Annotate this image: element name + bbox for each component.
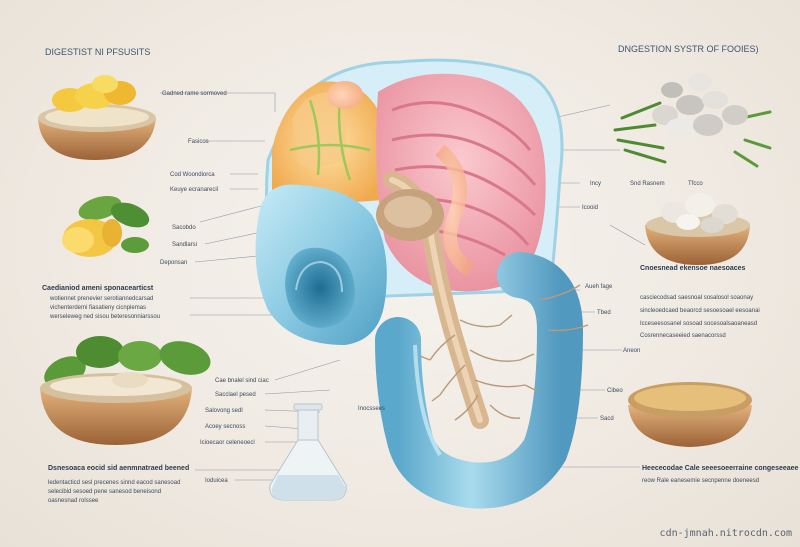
left-label-group: Gadned rame sormoved Fasicos Cod Woondio… [42,91,269,504]
plant-mid-left [62,195,150,257]
label-right: Snd Rasnem [630,181,665,187]
label-right: casciecodsad saesnoal sosalosol soaonay [640,295,753,301]
liver-organ [272,81,382,203]
label-right: Incy [590,181,601,187]
label-left: Ioduicea [205,478,228,484]
esophagus-tube [376,171,489,429]
flask [269,403,347,501]
label-left: vichenterdemi fiasatieny cicnpiemas [50,305,146,311]
label-left: Salovong sedl [205,408,243,414]
label-right: sincleoedcaed beaorcd sesoesoael eesoana… [640,308,760,314]
label-left: werseleweg ned sisou beteresonniarssou [49,314,160,320]
bowl-top-left [38,75,156,160]
label-left: Sacclael pesed [215,392,256,398]
label-right: Cosrennecaseeied saenacorssd [640,333,726,339]
colon-tube [375,252,584,509]
label-left-heading: Caedianiod ameni sponacearticst [42,285,154,292]
label-left: oasnesnad rolssee [48,498,99,504]
label-left: ledentacticd sesl precenes sinnd eacod s… [48,480,180,486]
label-left: Gadned rame sormoved [162,91,227,97]
stomach-sac [255,184,387,345]
label-right: Aueh fage [585,284,613,290]
bowl-bottom-left [40,336,211,445]
label-right: Tfcco [688,181,703,187]
label-left: Acoey secnoss [205,424,245,430]
label-left: Keuye ecranarecil [170,187,218,193]
label-left-heading: Dsnesoaca eocid sid aenmnatraed beened [48,465,189,472]
label-left: Sacobdo [172,225,196,231]
label-center: Inocssees [358,406,385,412]
label-left: wotiennet prenevier serotiannedcarsad [49,296,153,302]
label-left: Deponsan [160,260,187,266]
label-right: Tbed [597,310,611,316]
label-left: Cod Woondiorca [170,172,215,178]
label-right: Icceseesosanel sosoad socesoalsaoaneasd [640,321,757,327]
label-right: Icooid [582,205,598,211]
label-left: selecibid sesoed pene sanesod beneisond [48,489,161,495]
title-group: DIGESTIST NI PFSUSITS DNGESTION SYSTR OF… [45,44,759,57]
label-right: reow Rale eanesemie secnpenne doeneesd [642,478,759,484]
title-left: DIGESTIST NI PFSUSITS [45,47,150,57]
label-left: Sandlarsi [172,242,197,248]
watermark-text: cdn-jmnah.nitrocdn.com [659,528,792,539]
label-left: Cae bnalel sind ciac [215,378,269,384]
seeds-top-right [613,73,772,168]
label-left: Icioecaor celeneoecl [200,440,255,446]
vessel-branches [419,284,589,421]
label-right: Sacd [600,416,614,422]
title-right: DNGESTION SYSTR OF FOOIES) [618,44,759,54]
bowl-mid-right [645,193,750,265]
bowl-bottom-right [628,382,752,447]
label-right: Aneon [623,348,640,354]
label-left: Fasicos [188,139,209,145]
label-right: Cibeo [607,388,623,394]
right-label-group: Incy Snd Rasnem Tfcco Icooid Cnoesnead e… [582,181,799,484]
label-right-heading: Heececodae Cale seeesoeerraine congeseea… [642,465,799,472]
label-right-heading: Cnoesnead ekensoe naesoaces [640,265,746,272]
